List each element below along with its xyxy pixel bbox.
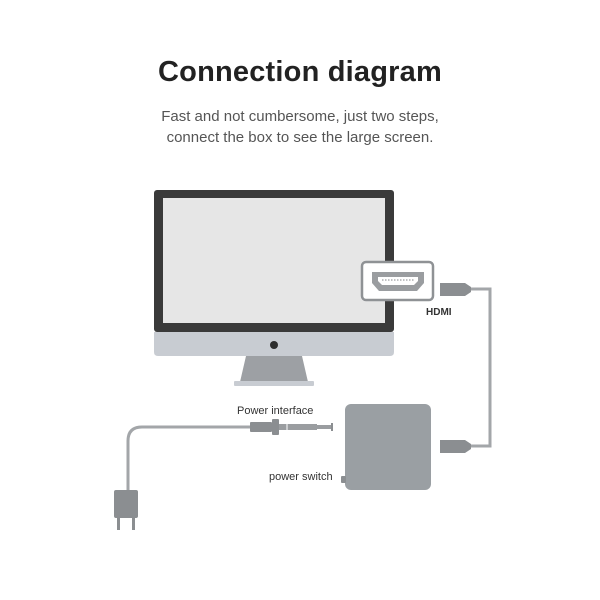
dc-plug-body	[250, 422, 272, 432]
page-title: Connection diagram	[158, 56, 442, 88]
monitor-power-button	[270, 341, 278, 349]
power-switch-nub	[341, 476, 346, 483]
page-subtitle: Fast and not cumbersome, just two steps,…	[0, 106, 600, 148]
hdmi-port	[360, 260, 435, 302]
monitor-screen	[163, 198, 385, 323]
wall-plug-body	[114, 490, 138, 518]
hdmi-label: HDMI	[426, 307, 452, 318]
power-cable	[126, 419, 333, 492]
hdmi-plug-top	[440, 283, 471, 296]
hdmi-plug-bottom	[440, 440, 471, 453]
subtitle-line-2: connect the box to see the large screen.	[166, 129, 434, 146]
tv-box	[341, 404, 431, 490]
wall-plug-prong-left	[117, 518, 120, 530]
power-switch-label: power switch	[269, 471, 333, 483]
monitor-stand-neck	[240, 356, 308, 382]
tv-box-body	[345, 404, 431, 490]
monitor	[154, 190, 394, 386]
hdmi-cable	[440, 283, 492, 453]
dc-plug-shaft	[279, 424, 317, 430]
wall-plug	[114, 490, 138, 530]
hdmi-port-inner	[378, 277, 418, 285]
subtitle-line-1: Fast and not cumbersome, just two steps,	[161, 108, 439, 125]
power-interface-label: Power interface	[237, 405, 314, 417]
dc-plug-collar	[272, 419, 279, 435]
wall-plug-prong-right	[132, 518, 135, 530]
dc-plug-tip	[317, 425, 332, 429]
hdmi-cable-wire	[471, 287, 492, 448]
power-cable-wire	[126, 425, 258, 492]
dc-plug-end	[331, 423, 333, 431]
monitor-stand-base	[234, 381, 314, 386]
